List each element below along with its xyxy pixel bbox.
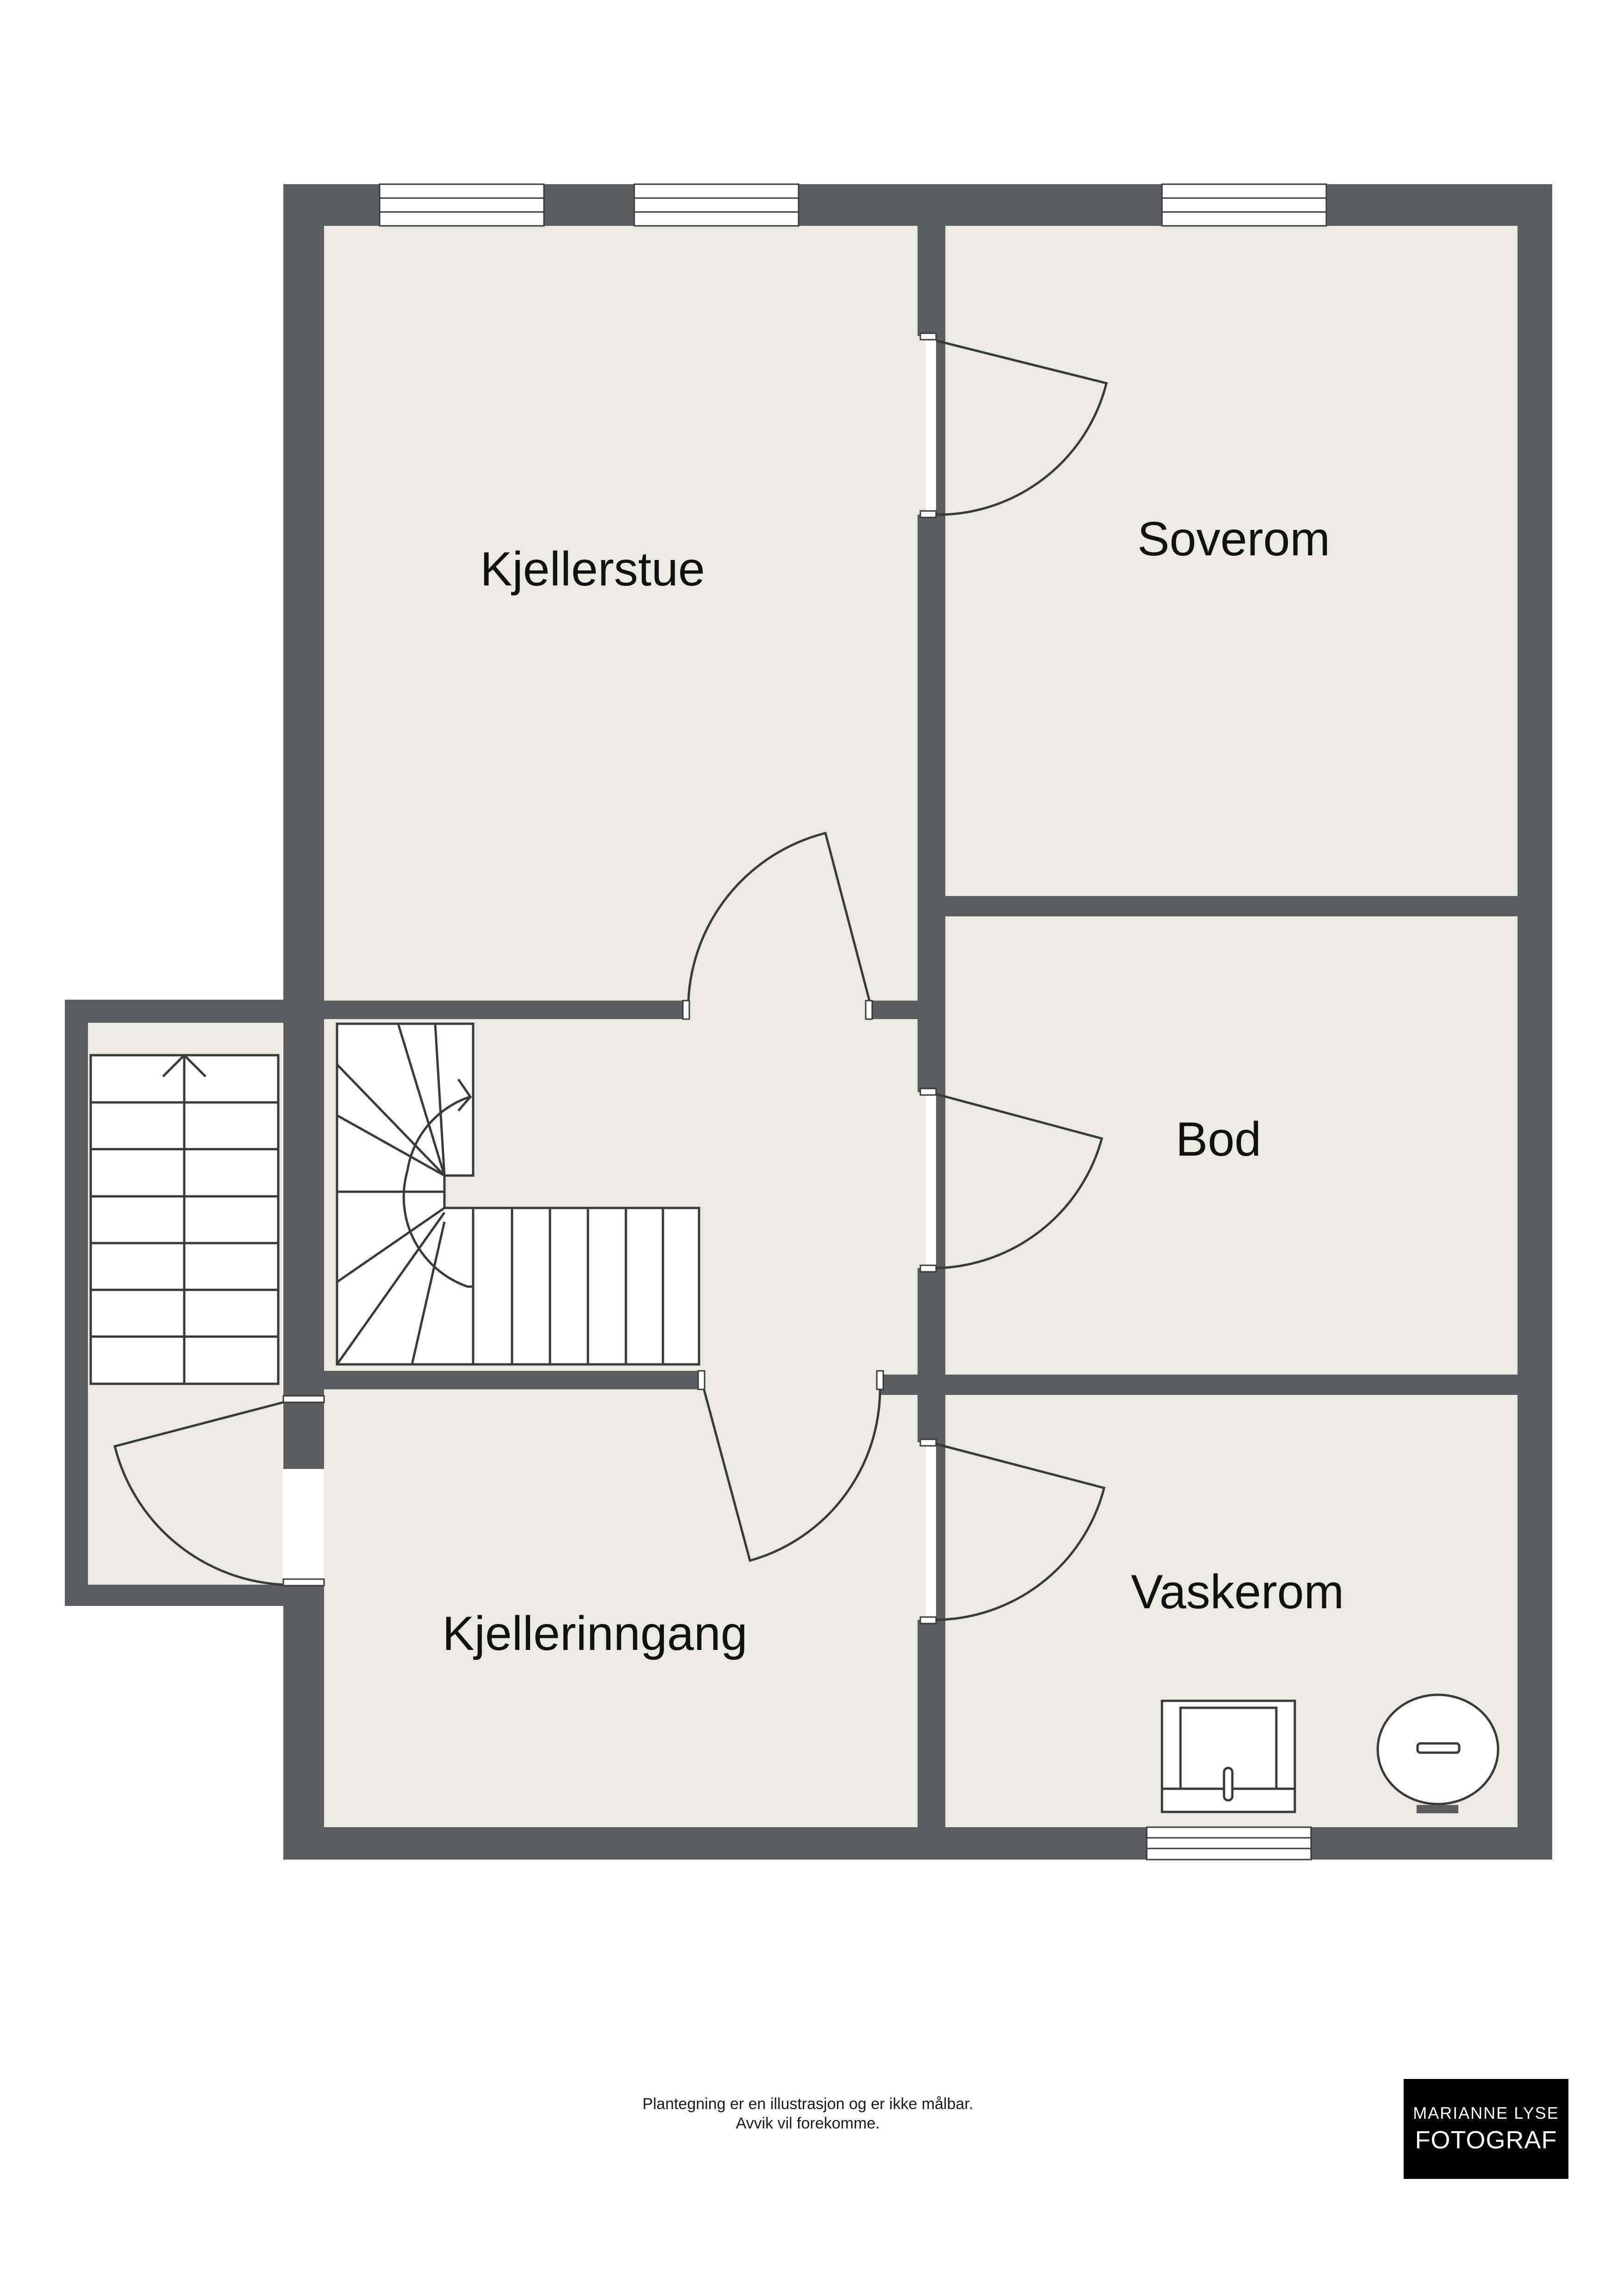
door-entrance	[113, 1401, 284, 1586]
disclaimer: Plantegning er en illustrasjon og er ikk…	[509, 2094, 1106, 2133]
window-vaskerom	[1146, 1826, 1312, 1860]
arrow-icon	[457, 1078, 472, 1112]
label-kjellerstue: Kjellerstue	[480, 542, 705, 596]
wall-left-upper	[283, 184, 324, 1469]
windows	[379, 183, 1327, 1860]
wall-left-lower	[283, 1585, 324, 1860]
window-stue-2	[633, 183, 800, 227]
walls	[65, 184, 1552, 1860]
wall-mid-v-4	[918, 1620, 936, 1827]
wall-bottom-2	[1311, 1827, 1552, 1860]
interior-stairs	[336, 1022, 700, 1366]
label-vaskerom: Vaskerom	[1131, 1565, 1344, 1619]
wall-mid-v-3	[918, 1268, 936, 1442]
disclaimer-line-2: Avvik vil forekomme.	[736, 2115, 880, 2132]
wall-top-4	[1326, 184, 1552, 226]
photographer-logo: MARIANNE LYSE FOTOGRAF	[1404, 2079, 1568, 2179]
wall-bottom-1	[283, 1827, 1147, 1860]
wall-stair-bottom	[283, 1371, 702, 1389]
door-soverom	[936, 339, 1108, 516]
disclaimer-line-1: Plantegning er en illustrasjon og er ikk…	[642, 2095, 974, 2113]
wall-mid-v-1	[918, 226, 936, 336]
wall-right	[1518, 184, 1552, 1860]
door-bod	[936, 1093, 1104, 1269]
logo-name: MARIANNE LYSE	[1413, 2103, 1559, 2122]
label-bod: Bod	[1175, 1113, 1261, 1166]
wall-top-3	[799, 184, 1162, 226]
floor-soverom	[945, 226, 1518, 896]
wall-stue-bottom-1	[283, 1001, 688, 1019]
wall-outdoor-left	[65, 1000, 88, 1606]
floor-kjellerstue	[324, 226, 926, 1012]
logo-title: FOTOGRAF	[1415, 2126, 1557, 2154]
door-kjellerstue	[687, 831, 871, 1001]
window-soverom	[1161, 183, 1327, 227]
label-soverom: Soverom	[1137, 512, 1330, 566]
window-stue-1	[379, 183, 545, 227]
label-kjellerinngang: Kjellerinngang	[442, 1607, 747, 1661]
wall-mid-v-2	[918, 515, 936, 1092]
wall-soverom-bod	[936, 896, 1518, 916]
water-heater-icon	[1376, 1693, 1499, 1813]
room-labels: Kjellerstue Soverom Bod Kjellerinngang V…	[442, 512, 1344, 1661]
door-hall-inngang	[702, 1377, 881, 1562]
wall-stue-bottom-2	[870, 1001, 926, 1019]
wall-outdoor-top	[65, 1000, 283, 1023]
wall-mid-v-right	[936, 226, 945, 1827]
wall-outdoor-bottom	[65, 1585, 283, 1606]
doors	[113, 332, 1108, 1624]
outdoor-stairs	[89, 1053, 280, 1385]
floor-bod	[945, 916, 1518, 1375]
arrow-icon	[162, 1053, 206, 1077]
door-vaskerom	[936, 1443, 1106, 1621]
floors	[88, 226, 1518, 1827]
washing-machine-icon	[1161, 1699, 1296, 1813]
floor-kjellerinngang	[324, 1410, 926, 1827]
wall-bod-vaskerom	[880, 1375, 1518, 1395]
wall-top-2	[544, 184, 634, 226]
